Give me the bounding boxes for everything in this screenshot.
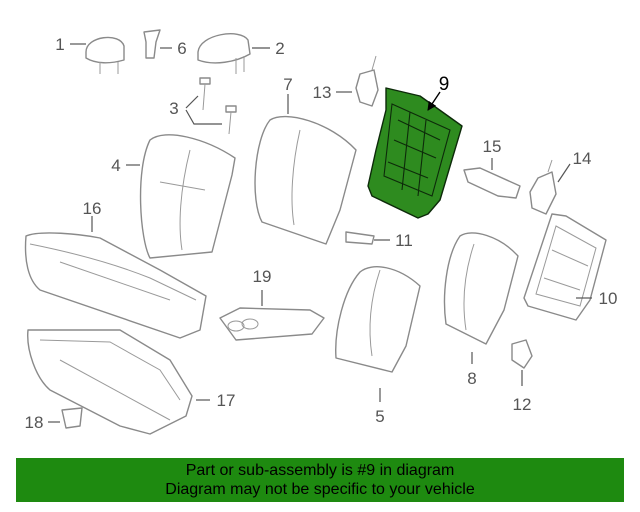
part-17-seat-frame: 17 [27, 329, 236, 435]
callout-12: 12 [513, 395, 532, 414]
part-2-headrest: 2 [197, 33, 285, 74]
part-12-bracket: 12 [511, 339, 533, 414]
callout-11: 11 [395, 231, 413, 250]
part-7-seatback: 7 [254, 75, 357, 245]
callout-9: 9 [439, 74, 450, 95]
banner-line-1: Part or sub-assembly is #9 in diagram [185, 462, 455, 479]
parts-diagram: 1 6 2 3 4 7 [24, 29, 618, 435]
part-5-seatback: 5 [335, 266, 421, 426]
callout-4: 4 [111, 156, 120, 175]
part-14-hinge: 14 [529, 149, 592, 215]
part-6-guide: 6 [143, 29, 187, 59]
callout-18: 18 [25, 413, 44, 432]
part-13-hinge: 13 [313, 55, 379, 107]
part-10-frame: 10 [523, 213, 618, 321]
banner-line-2: Diagram may not be specific to your vehi… [165, 481, 475, 498]
callout-19: 19 [253, 267, 272, 286]
part-1-headrest: 1 [55, 35, 125, 74]
part-3-pins: 3 [169, 77, 237, 135]
part-9-seatback-frame: 9 [367, 74, 463, 219]
callout-14: 14 [573, 149, 592, 168]
part-8-seatback: 8 [443, 232, 519, 388]
part-15-bracket: 15 [463, 137, 521, 199]
part-11-clip: 11 [345, 231, 413, 250]
callout-6: 6 [177, 39, 186, 58]
callout-13: 13 [313, 83, 332, 102]
part-16-seat-cushion: 16 [24, 199, 207, 339]
part-4-seatback: 4 [111, 134, 236, 259]
part-18-cap: 18 [25, 407, 83, 432]
info-banner: Part or sub-assembly is #9 in diagram Di… [16, 458, 624, 502]
callout-3: 3 [169, 99, 178, 118]
callout-8: 8 [467, 369, 476, 388]
part-19-armrest: 19 [219, 267, 325, 341]
callout-17: 17 [217, 391, 236, 410]
callout-7: 7 [283, 75, 292, 94]
callout-10: 10 [599, 289, 618, 308]
callout-15: 15 [483, 137, 502, 156]
callout-1: 1 [55, 35, 64, 54]
callout-16: 16 [83, 199, 102, 218]
callout-5: 5 [375, 407, 384, 426]
callout-2: 2 [275, 39, 284, 58]
